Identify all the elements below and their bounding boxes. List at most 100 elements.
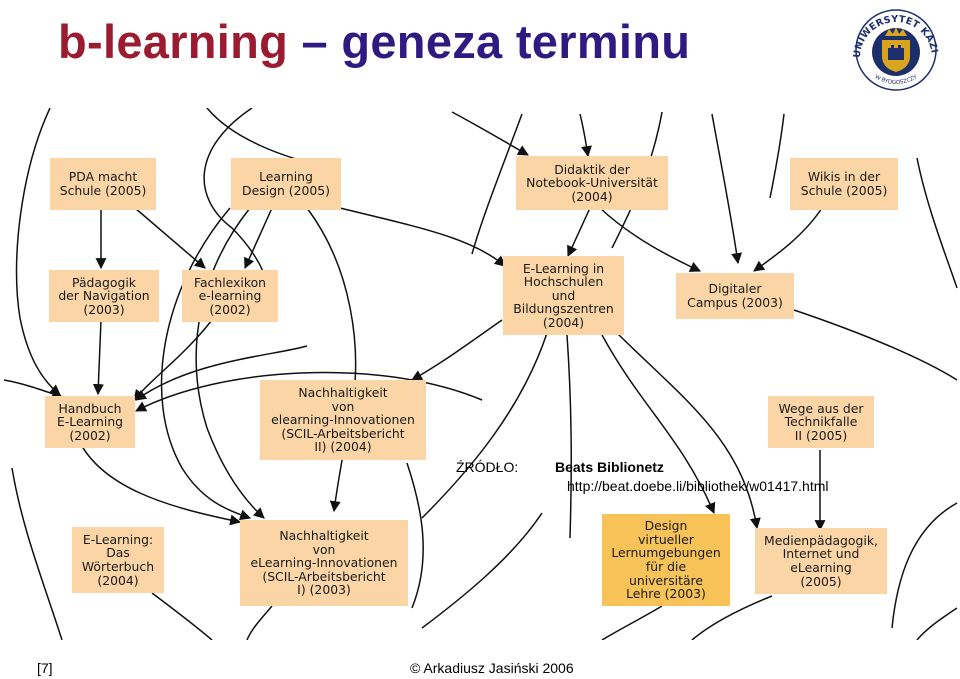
title-term: b-learning (58, 15, 289, 68)
node-label-line: Lernumgebungen (611, 545, 721, 561)
node-label-line: Wege aus der (778, 400, 864, 416)
node-label-line: Fachlexikon (193, 274, 267, 290)
node-label-line: Schule (2005) (59, 183, 147, 198)
node-label-line: Notebook-Universität (526, 175, 658, 191)
node-label-line: Campus (2003) (687, 295, 783, 310)
edge (769, 113, 785, 199)
node-label-line: eLearning-Innovationen (250, 555, 398, 571)
edge (421, 332, 548, 519)
node-label-line: Pädagogik (72, 274, 136, 290)
node-label-line: und (551, 287, 576, 303)
edge (711, 113, 743, 265)
node-label-line: Technikfalle (784, 414, 858, 430)
node-label-line: (2005) (800, 573, 842, 589)
title-dash: – (301, 15, 328, 68)
node-label-line: Nachhaltigkeit (298, 385, 388, 401)
node-label-line: (2004) (542, 314, 585, 330)
node-label-line: Digitaler (708, 281, 762, 297)
node-label-line: Design (644, 518, 688, 534)
edge (306, 207, 357, 513)
edge (451, 111, 529, 156)
node-label-line: für die (645, 559, 687, 574)
node-label-line: virtueller (638, 531, 694, 547)
node-label-line: universitäre (629, 572, 703, 588)
node-label-line: Schule (2005) (800, 183, 888, 198)
edge (891, 502, 958, 629)
node-label-line: der Navigation (58, 288, 150, 304)
edge (15, 108, 61, 396)
edge (567, 207, 591, 257)
node-label-line: E-Learning: (82, 531, 154, 547)
node-label-line: Learning (259, 169, 313, 185)
crest-crown (885, 27, 907, 36)
node-label-line: e-learning (198, 288, 262, 304)
edge (471, 113, 523, 255)
edge (753, 207, 823, 272)
edge (195, 207, 265, 519)
edge (160, 207, 252, 521)
edge (793, 309, 958, 381)
node-label-line: von (331, 398, 355, 414)
edge (566, 334, 572, 539)
node-label-line: Das (106, 545, 130, 561)
title-subtitle: geneza terminu (341, 15, 691, 68)
node-label-line: Bildungszentren (513, 301, 614, 317)
edge (601, 605, 663, 640)
edge (579, 113, 592, 158)
edge (691, 595, 773, 640)
node-label-line: eLearning (790, 560, 852, 575)
edge (246, 605, 273, 640)
university-crest-icon: UNIWERSYTET KAZIMIERZA WIELKIEGO W BYDGO… (846, 2, 939, 91)
source-name: Beats Biblionetz (555, 459, 664, 475)
footer-copyright: © Arkadiusz Jasiński 2006 (410, 660, 574, 676)
edge (613, 329, 761, 530)
node-label-line: (2004) (571, 188, 613, 204)
node-label-line: Design (2005) (242, 183, 330, 198)
node-label-line: (SCIL-Arbeitsbericht (281, 425, 405, 441)
node-label-line: PDA macht (68, 169, 138, 185)
edge (73, 427, 242, 526)
node-label-line: (2002) (69, 427, 111, 443)
node-label-line: (2004) (97, 572, 139, 588)
node-label-line: II) (2004) (314, 439, 372, 455)
source-link[interactable]: http://beat.doebe.li/bibliothek/w01417.h… (567, 478, 829, 494)
edge (339, 207, 506, 267)
edge (916, 157, 958, 289)
node-label-line: Wikis in der (807, 169, 881, 185)
edge (135, 371, 483, 412)
node-label-line: Nachhaltigkeit (279, 528, 369, 544)
node-label-line: (SCIL-Arbeitsbericht (262, 568, 386, 584)
edge (151, 592, 213, 640)
node-label-line: Wörterbuch (81, 559, 155, 574)
node-label-line: von (312, 541, 336, 557)
node-label-line: I) (2003) (297, 582, 351, 598)
edge (11, 467, 63, 640)
node-label-line: Hochschulen (523, 274, 604, 290)
node-label-line: E-Learning (56, 414, 124, 430)
edge (421, 512, 543, 629)
node-label-line: elearning-Innovationen (271, 412, 415, 428)
node-label-line: II (2005) (794, 427, 848, 443)
node-label-line: (2002) (209, 301, 251, 317)
node-label-line: (2003) (83, 301, 125, 317)
edge (135, 345, 308, 401)
node-label-line: Internet und (782, 546, 860, 562)
node-label-line: E-Learning in (522, 260, 605, 276)
source-label: ŹRÓDŁO: (456, 459, 519, 475)
